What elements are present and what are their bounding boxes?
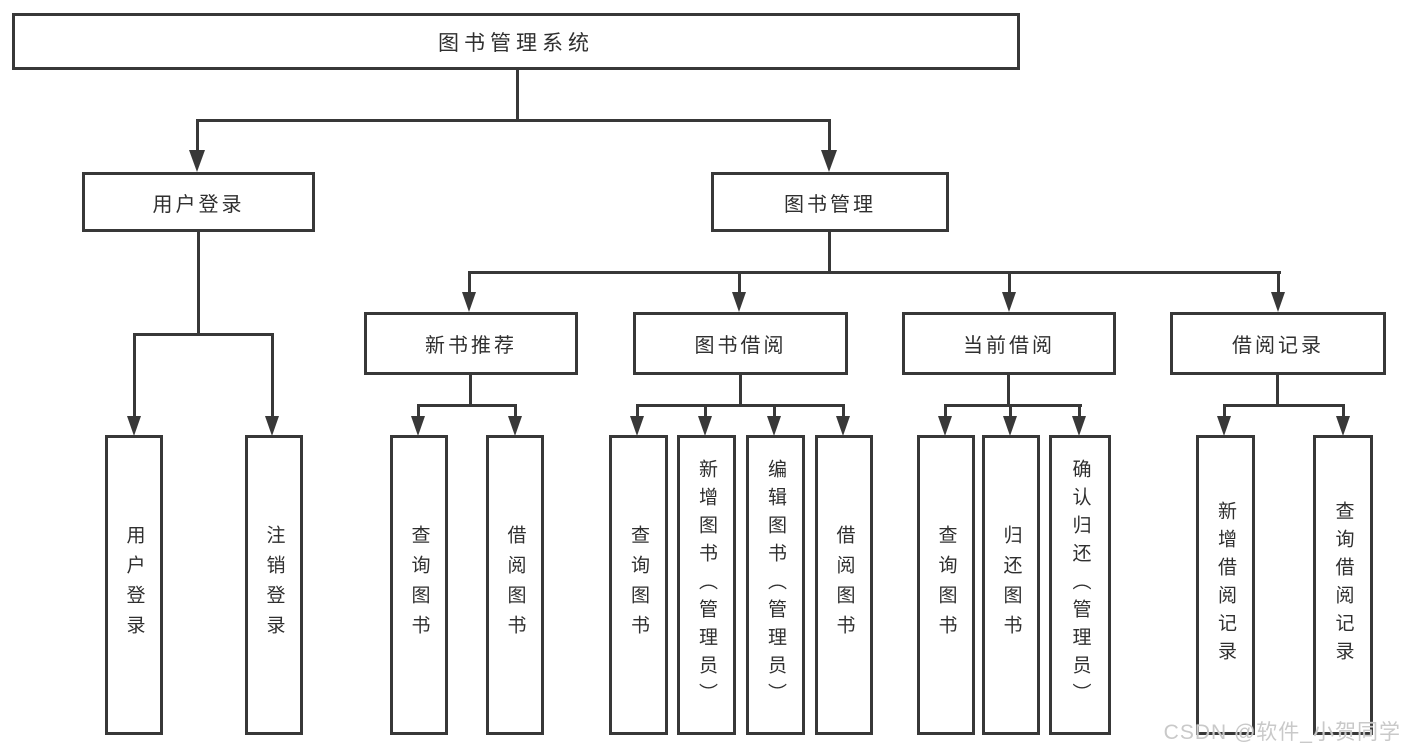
connector-line [704,404,707,420]
leaf-recommend-query-books: 查询图书 [390,435,448,735]
connector-line [1078,404,1081,420]
leaf-borrow-borrow-books: 借阅图书 [815,435,873,735]
connector-line [1277,271,1280,296]
arrowhead-down-icon [189,150,205,172]
arrowhead-down-icon [1336,416,1350,436]
leaf-record-query-borrow-record: 查询借阅记录 [1313,435,1373,735]
connector-line [197,232,200,336]
arrowhead-down-icon [938,416,952,436]
node-current-borrow-label: 当前借阅 [963,335,1055,357]
arrowhead-down-icon [508,416,522,436]
arrowhead-down-icon [265,416,279,436]
connector-line [636,404,639,420]
node-book-borrow-label: 图书借阅 [694,335,787,357]
leaf-current-confirm-return-admin-label: 确认归还（管理员） [1069,459,1091,711]
leaf-current-query-books: 查询图书 [917,435,975,735]
arrowhead-down-icon [836,416,850,436]
leaf-record-query-borrow-record-label: 查询借阅记录 [1332,501,1354,669]
node-new-book-recommend-label: 新书推荐 [425,335,517,357]
leaf-borrow-edit-books-admin-label: 编辑图书（管理员） [765,459,786,711]
arrowhead-down-icon [1072,416,1086,436]
arrowhead-down-icon [127,416,141,436]
connector-line [1276,375,1279,407]
arrowhead-down-icon [1271,292,1285,312]
node-library-system-label: 图书管理系统 [438,31,594,55]
node-user-login-label: 用户登录 [152,193,245,216]
leaf-logout-label: 注销登录 [263,525,285,645]
connector-line [133,333,136,421]
node-borrow-record-label: 借阅记录 [1232,335,1324,357]
arrowhead-down-icon [732,292,746,312]
node-user-login: 用户登录 [82,172,315,232]
node-new-book-recommend: 新书推荐 [364,312,578,375]
connector-line [516,70,519,121]
connector-line [1342,404,1345,420]
leaf-logout: 注销登录 [245,435,303,735]
connector-line [738,271,741,296]
connector-line [1223,404,1344,407]
connector-line [636,404,845,407]
arrowhead-down-icon [1217,416,1231,436]
connector-line [944,404,947,420]
arrowhead-down-icon [821,150,837,172]
connector-line [842,404,845,420]
leaf-recommend-query-books-label: 查询图书 [408,525,430,645]
connector-line [828,232,831,274]
leaf-borrow-add-books-admin: 新增图书（管理员） [677,435,736,735]
arrowhead-down-icon [698,416,712,436]
leaf-current-confirm-return-admin: 确认归还（管理员） [1049,435,1111,735]
connector-line [468,271,1281,274]
arrowhead-down-icon [462,292,476,312]
connector-line [773,404,776,420]
connector-line [468,271,471,296]
connector-line [196,119,199,155]
connector-line [196,119,831,122]
node-book-borrow: 图书借阅 [633,312,848,375]
leaf-record-add-borrow-record: 新增借阅记录 [1196,435,1255,735]
leaf-recommend-borrow-books: 借阅图书 [486,435,544,735]
leaf-user-login-label: 用户登录 [123,525,145,645]
node-borrow-record: 借阅记录 [1170,312,1386,375]
connector-line [1009,404,1012,420]
connector-line [828,119,831,155]
node-current-borrow: 当前借阅 [902,312,1116,375]
node-library-system: 图书管理系统 [12,13,1020,70]
leaf-current-return-books: 归还图书 [982,435,1040,735]
leaf-current-query-books-label: 查询图书 [935,525,957,645]
leaf-record-add-borrow-record-label: 新增借阅记录 [1215,501,1236,669]
arrowhead-down-icon [1002,292,1016,312]
connector-line [271,333,274,421]
leaf-borrow-edit-books-admin: 编辑图书（管理员） [746,435,805,735]
connector-line [1223,404,1226,420]
csdn-watermark: CSDN @软件_小贺同学 [1163,721,1401,744]
connector-line [514,404,517,420]
leaf-borrow-query-books-label: 查询图书 [628,525,649,645]
connector-line [417,404,517,407]
node-book-management-label: 图书管理 [784,193,876,216]
leaf-user-login: 用户登录 [105,435,163,735]
connector-line [417,404,420,420]
arrowhead-down-icon [630,416,644,436]
arrowhead-down-icon [411,416,425,436]
arrowhead-down-icon [1003,416,1017,436]
connector-line [133,333,274,336]
leaf-recommend-borrow-books-label: 借阅图书 [504,525,526,645]
connector-line [944,404,1082,407]
leaf-borrow-add-books-admin-label: 新增图书（管理员） [696,459,717,711]
leaf-current-return-books-label: 归还图书 [1000,525,1022,645]
leaf-borrow-query-books: 查询图书 [609,435,668,735]
leaf-borrow-borrow-books-label: 借阅图书 [833,525,855,645]
connector-line [739,375,742,407]
connector-line [1007,375,1010,407]
connector-line [469,375,472,407]
connector-line [1008,271,1011,296]
arrowhead-down-icon [767,416,781,436]
node-book-management: 图书管理 [711,172,949,232]
